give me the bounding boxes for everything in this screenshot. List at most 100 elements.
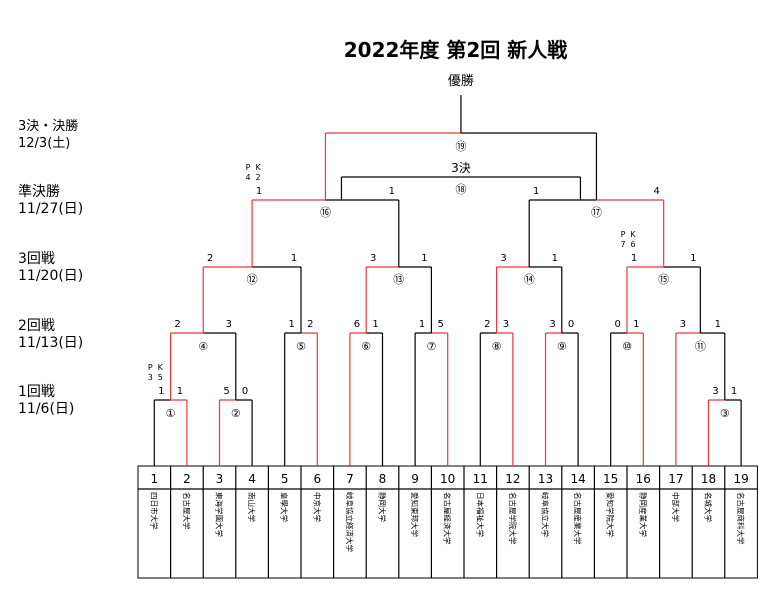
score-left: 1 <box>158 386 164 397</box>
score-right: 1 <box>372 319 378 330</box>
team-number: 5 <box>281 472 289 486</box>
team-number: 13 <box>538 472 553 486</box>
match-number-badge: ② <box>231 407 241 420</box>
team-name: 名古屋大学 <box>182 492 192 530</box>
match-number-badge: ⑬ <box>393 273 404 286</box>
match-number-badge: ⑩ <box>622 340 632 353</box>
match-number-badge: ⑰ <box>591 206 602 219</box>
match-number-badge: ⑲ <box>455 140 466 153</box>
round-label-r1: 1回戦 11/6(日) <box>18 384 74 418</box>
pk-score: 5 <box>158 373 163 382</box>
team-number: 9 <box>411 472 419 486</box>
score-right: 1 <box>633 319 639 330</box>
match-number-badge: ⑧ <box>492 340 502 353</box>
round-name: 1回戦 <box>18 384 55 400</box>
round-name: 3回戦 <box>18 251 55 267</box>
team-number: 1 <box>150 472 158 486</box>
team-number: 10 <box>440 472 455 486</box>
match-number-badge: ⑦ <box>426 340 436 353</box>
team-name: 東海学園大学 <box>215 492 225 537</box>
pk-score: 2 <box>256 173 261 182</box>
pk-label: K <box>158 363 164 372</box>
pk-score: 3 <box>148 373 153 382</box>
match-number-badge: ⑥ <box>361 340 371 353</box>
team-name: 名古屋経済大学 <box>443 492 453 545</box>
score-right: 3 <box>503 319 509 330</box>
match-number-badge: ⑨ <box>557 340 567 353</box>
round-date: 12/3(土) <box>18 136 71 151</box>
match-number-badge: ⑤ <box>296 340 306 353</box>
pk-label: K <box>630 230 636 239</box>
team-number: 11 <box>473 472 488 486</box>
team-name: 日本福祉大学 <box>475 492 485 537</box>
round-name: 3決・決勝 <box>18 119 79 134</box>
team-name: 名城大学 <box>704 492 714 522</box>
round-date: 11/20(日) <box>18 268 84 284</box>
score-left: 1 <box>289 319 295 330</box>
team-name: 四日市大学 <box>149 492 159 530</box>
match-number-badge: ④ <box>198 340 208 353</box>
round-name: 準決勝 <box>18 184 60 200</box>
round-label-final: 3決・決勝 12/3(土) <box>18 118 78 152</box>
score-right: 3 <box>226 319 232 330</box>
team-name: 中部大学 <box>671 492 681 522</box>
team-number: 14 <box>570 472 585 486</box>
score-right: 2 <box>307 319 313 330</box>
score-left: 6 <box>354 319 360 330</box>
match-number-badge: ⑯ <box>320 206 331 219</box>
team-number: 17 <box>668 472 683 486</box>
round-date: 11/13(日) <box>18 335 84 351</box>
title-text: 2022年度 第2回 新人戦 <box>343 38 568 62</box>
round-date: 11/6(日) <box>18 401 75 417</box>
score-right: 1 <box>389 186 395 197</box>
team-number: 16 <box>636 472 651 486</box>
score-right: 1 <box>552 253 558 264</box>
team-number: 12 <box>505 472 520 486</box>
score-right: 1 <box>731 386 737 397</box>
match-number-badge: ⑱ <box>455 183 466 196</box>
team-name: 中京大学 <box>312 492 322 522</box>
round-label-semifinal: 準決勝 11/27(日) <box>18 184 83 218</box>
third-place-label: 3決 <box>451 161 471 175</box>
team-number: 4 <box>248 472 256 486</box>
score-left: 1 <box>631 253 637 264</box>
pk-label: P <box>148 363 153 372</box>
match-number-badge: ⑪ <box>695 340 706 353</box>
team-number: 8 <box>379 472 387 486</box>
pk-label: K <box>255 163 261 172</box>
champion-label: 優勝 <box>448 74 474 89</box>
team-name: 愛知東邦大学 <box>410 492 420 537</box>
team-name: 南山大学 <box>247 492 257 522</box>
round-label-r3: 3回戦 11/20(日) <box>18 251 83 285</box>
score-right: 0 <box>568 319 574 330</box>
team-number: 6 <box>313 472 321 486</box>
score-left: 2 <box>174 319 180 330</box>
score-left: 1 <box>419 319 425 330</box>
score-left: 3 <box>680 319 686 330</box>
team-number: 18 <box>701 472 716 486</box>
pk-label: P <box>246 163 251 172</box>
match-number-badge: ⑭ <box>524 273 535 286</box>
match-number-badge: ① <box>166 407 176 420</box>
score-right: 1 <box>715 319 721 330</box>
team-name: 皇學大学 <box>280 492 290 522</box>
score-left: 3 <box>500 253 506 264</box>
score-right: 4 <box>653 186 659 197</box>
team-name: 愛知学院大学 <box>606 492 616 537</box>
score-left: 2 <box>207 253 213 264</box>
team-name: 岐阜協立経済大学 <box>345 492 355 552</box>
round-label-r2: 2回戦 11/13(日) <box>18 318 83 352</box>
team-name: 岐阜協立大学 <box>541 492 551 537</box>
pk-score: 6 <box>630 240 635 249</box>
score-right: 0 <box>242 386 248 397</box>
score-right: 1 <box>421 253 427 264</box>
pk-label: P <box>621 230 626 239</box>
score-left: 1 <box>256 186 262 197</box>
score-right: 5 <box>438 319 444 330</box>
score-right: 1 <box>690 253 696 264</box>
score-left: 2 <box>484 319 490 330</box>
team-number: 19 <box>733 472 748 486</box>
team-name: 名古屋商科大学 <box>736 492 746 545</box>
team-number: 3 <box>216 472 224 486</box>
